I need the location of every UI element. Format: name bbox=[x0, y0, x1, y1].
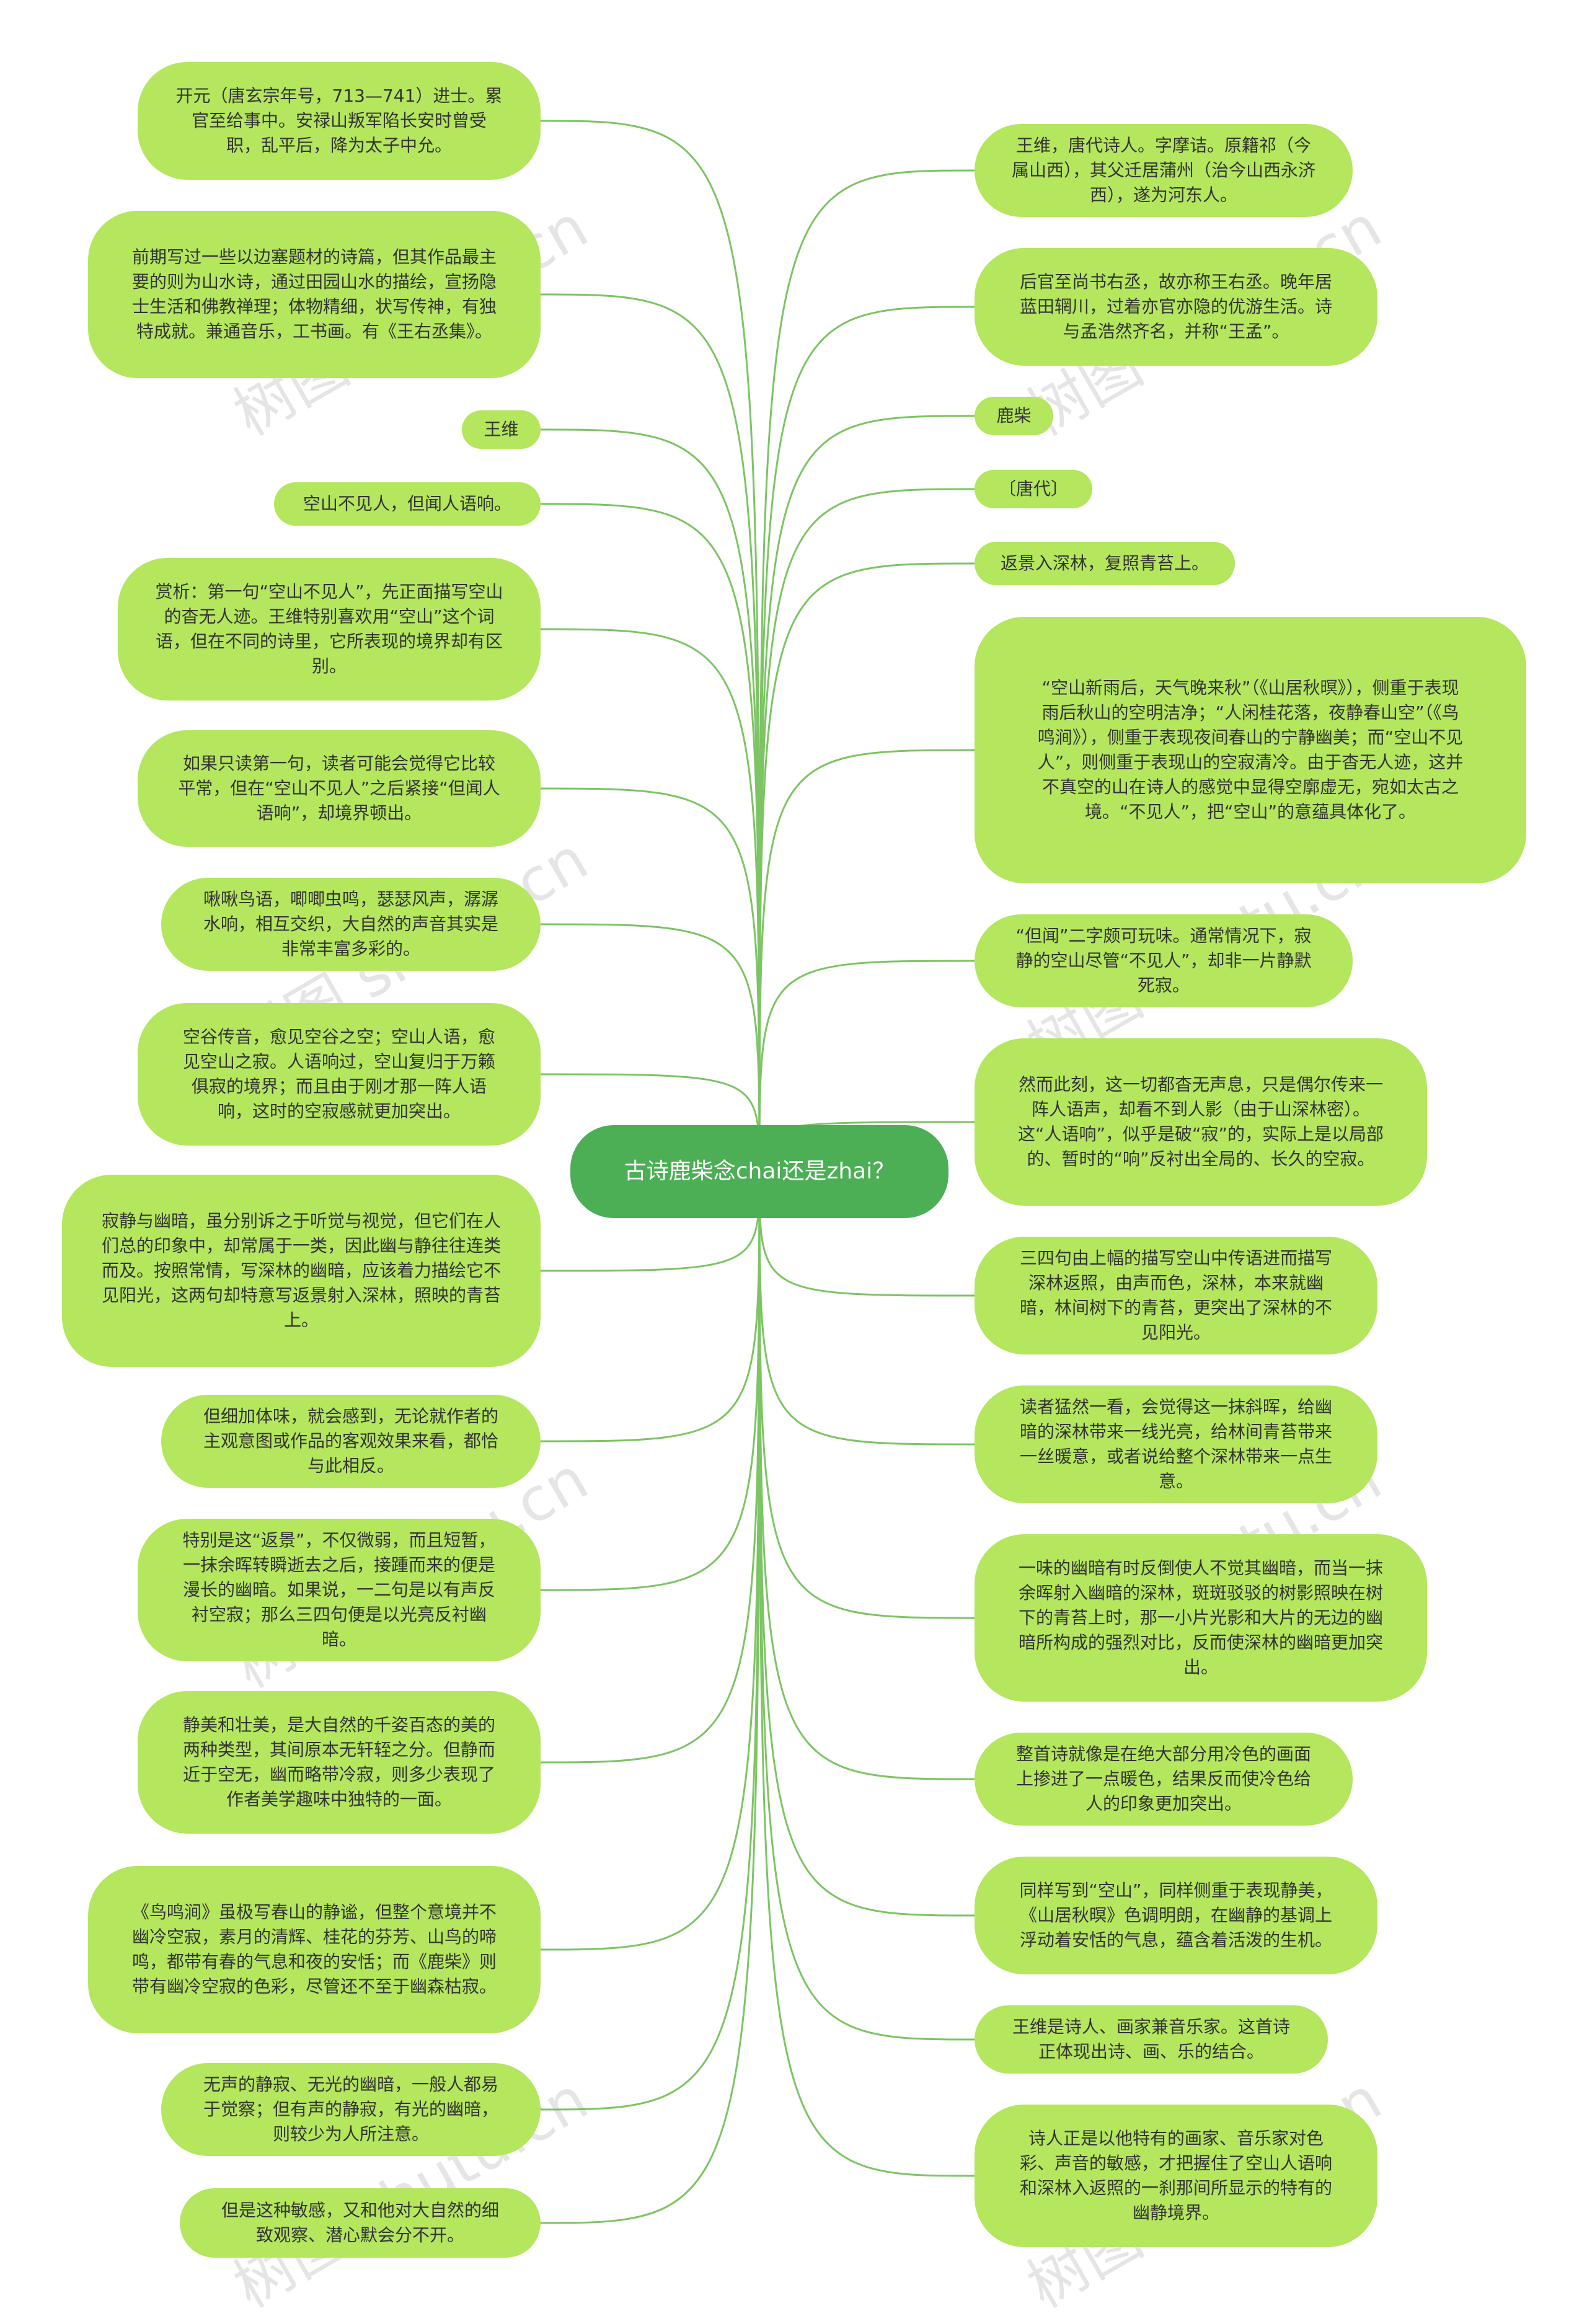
topic-node[interactable]: 同样写到“空山”，同样侧重于表现静美，《山居秋暝》色调明朗，在幽静的基调上浮动着… bbox=[975, 1857, 1377, 1974]
topic-label: 鹿柴 bbox=[996, 405, 1032, 426]
topic-node[interactable]: 如果只读第一句，读者可能会觉得它比较平常，但在“空山不见人”之后紧接“但闻人语响… bbox=[138, 730, 541, 847]
topic-node[interactable]: 一味的幽暗有时反倒使人不觉其幽暗，而当一抹余晖射入幽暗的深林，斑斑驳驳的树影照映… bbox=[975, 1534, 1427, 1702]
connector-line bbox=[758, 306, 975, 1172]
connector-line bbox=[540, 293, 761, 1172]
topic-label: 前期写过一些以边塞题材的诗篇，但其作品最主要的则为山水诗，通过田园山水的描绘，宣… bbox=[131, 247, 497, 342]
connector-line bbox=[540, 628, 761, 1172]
topic-label: 读者猛然一看，会觉得这一抹斜晖，给幽暗的深林带来一线光亮，给林间青苔带来一丝暖意… bbox=[1019, 1397, 1332, 1491]
topic-node[interactable]: 寂静与幽暗，虽分别诉之于听觉与视觉，但它们在人们总的印象中，却常属于一类，因此幽… bbox=[62, 1175, 541, 1367]
topic-label: 王维 bbox=[484, 419, 519, 440]
topic-node[interactable]: 但细加体味，就会感到，无论就作者的主观意图或作品的客观效果来看，都恰与此相反。 bbox=[161, 1395, 541, 1488]
connector-line bbox=[758, 960, 975, 1172]
connector-line bbox=[540, 1171, 761, 1951]
topic-node[interactable]: 无声的静寂、无光的幽暗，一般人都易于觉察；但有声的静寂，有光的幽暗，则较少为人所… bbox=[161, 2063, 541, 2156]
connector-line bbox=[758, 1171, 975, 1619]
topic-node[interactable]: 空谷传音，愈见空谷之空；空山人语，愈见空山之寂。人语响过，空山复归于万籁俱寂的境… bbox=[138, 1003, 541, 1146]
topic-label: 特别是这“返景”，不仅微弱，而且短暂，一抹余晖转瞬逝去之后，接踵而来的便是漫长的… bbox=[182, 1530, 496, 1650]
topic-node[interactable]: 前期写过一些以边塞题材的诗篇，但其作品最主要的则为山水诗，通过田园山水的描绘，宣… bbox=[88, 211, 541, 378]
topic-node[interactable]: 鹿柴 bbox=[975, 397, 1053, 435]
topic-node[interactable]: “空山新雨后，天气晚来秋”（《山居秋暝》），侧重于表现雨后秋山的空明洁净；“人闲… bbox=[975, 617, 1526, 883]
topic-node[interactable]: “但闻”二字颇可玩味。通常情况下，寂静的空山尽管“不见人”，却非一片静默死寂。 bbox=[975, 914, 1353, 1007]
topic-node[interactable]: 然而此刻，这一切都杳无声息，只是偶尔传来一阵人语声，却看不到人影（由于山深林密）… bbox=[975, 1038, 1427, 1206]
topic-label: 后官至尚书右丞，故亦称王右丞。晚年居蓝田辋川，过着亦官亦隐的优游生活。诗与孟浩然… bbox=[1019, 272, 1332, 342]
topic-label: 如果只读第一句，读者可能会觉得它比较平常，但在“空山不见人”之后紧接“但闻人语响… bbox=[178, 753, 500, 823]
topic-node[interactable]: 返景入深林，复照青苔上。 bbox=[975, 542, 1235, 585]
topic-node[interactable]: 但是这种敏感，又和他对大自然的细致观察、潜心默会分不开。 bbox=[180, 2188, 541, 2258]
topic-label: 三四句由上幅的描写空山中传语进而描写深林返照，由声而色，深林，本来就幽暗，林间树… bbox=[1019, 1248, 1332, 1343]
topic-label: “但闻”二字颇可玩味。通常情况下，寂静的空山尽管“不见人”，却非一片静默死寂。 bbox=[1015, 926, 1312, 996]
topic-label: 但细加体味，就会感到，无论就作者的主观意图或作品的客观效果来看，都恰与此相反。 bbox=[203, 1406, 498, 1476]
topic-node[interactable]: 啾啾鸟语，唧唧虫鸣，瑟瑟风声，潺潺水响，相互交织，大自然的声音其实是非常丰富多彩… bbox=[161, 878, 541, 971]
topic-label: 空山不见人，但闻人语响。 bbox=[303, 493, 511, 514]
topic-node[interactable]: 三四句由上幅的描写空山中传语进而描写深林返照，由声而色，深林，本来就幽暗，林间树… bbox=[975, 1237, 1377, 1354]
topic-node[interactable]: 特别是这“返景”，不仅微弱，而且短暂，一抹余晖转瞬逝去之后，接踵而来的便是漫长的… bbox=[138, 1519, 541, 1661]
topic-label: 赏析：第一句“空山不见人”，先正面描写空山的杳无人迹。王维特别喜欢用“空山”这个… bbox=[155, 581, 503, 676]
connector-line bbox=[540, 428, 761, 1172]
topic-node[interactable]: 读者猛然一看，会觉得这一抹斜晖，给幽暗的深林带来一线光亮，给林间青苔带来一丝暖意… bbox=[975, 1385, 1377, 1503]
topic-node[interactable]: 王维 bbox=[462, 410, 541, 449]
topic-label: 同样写到“空山”，同样侧重于表现静美，《山居秋暝》色调明朗，在幽静的基调上浮动着… bbox=[1019, 1880, 1333, 1950]
connector-line bbox=[540, 787, 761, 1172]
root-topic-label: 古诗鹿柴念chai还是zhai？ bbox=[624, 1159, 895, 1184]
topic-label: 返景入深林，复照青苔上。 bbox=[1000, 553, 1209, 573]
connector-line bbox=[758, 1171, 975, 1780]
connector-line bbox=[758, 562, 975, 1172]
topic-node[interactable]: 后官至尚书右丞，故亦称王右丞。晚年居蓝田辋川，过着亦官亦隐的优游生活。诗与孟浩然… bbox=[975, 248, 1377, 366]
root-topic[interactable]: 古诗鹿柴念chai还是zhai？ bbox=[570, 1125, 948, 1218]
connector-line bbox=[540, 503, 761, 1172]
connector-line bbox=[758, 749, 975, 1172]
topic-node[interactable]: 赏析：第一句“空山不见人”，先正面描写空山的杳无人迹。王维特别喜欢用“空山”这个… bbox=[118, 558, 541, 700]
topic-label: 静美和壮美，是大自然的千姿百态的美的两种类型，其间原本无轩轾之分。但静而近于空无… bbox=[182, 1715, 495, 1809]
connector-line bbox=[540, 120, 761, 1172]
topic-label: 但是这种敏感，又和他对大自然的细致观察、潜心默会分不开。 bbox=[221, 2200, 499, 2245]
connector-line bbox=[540, 1171, 761, 2111]
topic-label: 一味的幽暗有时反倒使人不觉其幽暗，而当一抹余晖射入幽暗的深林，斑斑驳驳的树影照映… bbox=[1018, 1558, 1383, 1677]
connector-line bbox=[758, 1171, 975, 2177]
topic-label: 啾啾鸟语，唧唧虫鸣，瑟瑟风声，潺潺水响，相互交织，大自然的声音其实是非常丰富多彩… bbox=[203, 889, 498, 959]
topic-node[interactable]: 王维，唐代诗人。字摩诘。原籍祁（今属山西），其父迁居蒲州（治今山西永济西），遂为… bbox=[975, 124, 1353, 217]
topic-label: “空山新雨后，天气晚来秋”（《山居秋暝》），侧重于表现雨后秋山的空明洁净；“人闲… bbox=[1037, 678, 1464, 822]
topic-node[interactable]: 王维是诗人、画家兼音乐家。这首诗正体现出诗、画、乐的结合。 bbox=[975, 2005, 1328, 2074]
topic-label: 诗人正是以他特有的画家、音乐家对色彩、声音的敏感，才把握住了空山人语响和深林入返… bbox=[1019, 2128, 1332, 2223]
connector-line bbox=[540, 1171, 761, 1591]
topic-label: 王维是诗人、画家兼音乐家。这首诗正体现出诗、画、乐的结合。 bbox=[1012, 2017, 1290, 2062]
topic-label: 空谷传音，愈见空谷之空；空山人语，愈见空山之寂。人语响过，空山复归于万籁俱寂的境… bbox=[182, 1027, 495, 1121]
topic-node[interactable]: 空山不见人，但闻人语响。 bbox=[274, 482, 541, 526]
topic-label: 无声的静寂、无光的幽暗，一般人都易于觉察；但有声的静寂，有光的幽暗，则较少为人所… bbox=[203, 2074, 498, 2144]
topic-node[interactable]: 〔唐代〕 bbox=[975, 470, 1092, 508]
topic-label: 王维，唐代诗人。字摩诘。原籍祁（今属山西），其父迁居蒲州（治今山西永济西），遂为… bbox=[1012, 135, 1316, 205]
topic-label: 〔唐代〕 bbox=[998, 479, 1068, 499]
topic-label: 整首诗就像是在绝大部分用冷色的画面上掺进了一点暖色，结果反而使冷色给人的印象更加… bbox=[1015, 1744, 1311, 1814]
connector-line bbox=[758, 169, 975, 1172]
topic-label: 然而此刻，这一切都杳无声息，只是偶尔传来一阵人语声，却看不到人影（由于山深林密）… bbox=[1017, 1074, 1384, 1169]
connector-line bbox=[540, 1171, 761, 2224]
topic-node[interactable]: 《鸟鸣涧》虽极写春山的静谧，但整个意境并不幽冷空寂，素月的清辉、桂花的芬芳、山鸟… bbox=[88, 1866, 541, 2033]
topic-label: 寂静与幽暗，虽分别诉之于听觉与视觉，但它们在人们总的印象中，却常属于一类，因此幽… bbox=[101, 1211, 501, 1330]
topic-node[interactable]: 静美和壮美，是大自然的千姿百态的美的两种类型，其间原本无轩轾之分。但静而近于空无… bbox=[138, 1691, 541, 1834]
topic-node[interactable]: 诗人正是以他特有的画家、音乐家对色彩、声音的敏感，才把握住了空山人语响和深林入返… bbox=[975, 2105, 1377, 2247]
topic-node[interactable]: 整首诗就像是在绝大部分用冷色的画面上掺进了一点暖色，结果反而使冷色给人的印象更加… bbox=[975, 1733, 1353, 1826]
topic-node[interactable]: 开元（唐玄宗年号，713—741）进士。累官至给事中。安禄山叛军陷长安时曾受职，… bbox=[138, 62, 541, 180]
topic-label: 《鸟鸣涧》虽极写春山的静谧，但整个意境并不幽冷空寂，素月的清辉、桂花的芬芳、山鸟… bbox=[131, 1902, 497, 1997]
topic-label: 开元（唐玄宗年号，713—741）进士。累官至给事中。安禄山叛军陷长安时曾受职，… bbox=[175, 86, 503, 156]
connector-line bbox=[758, 488, 975, 1172]
